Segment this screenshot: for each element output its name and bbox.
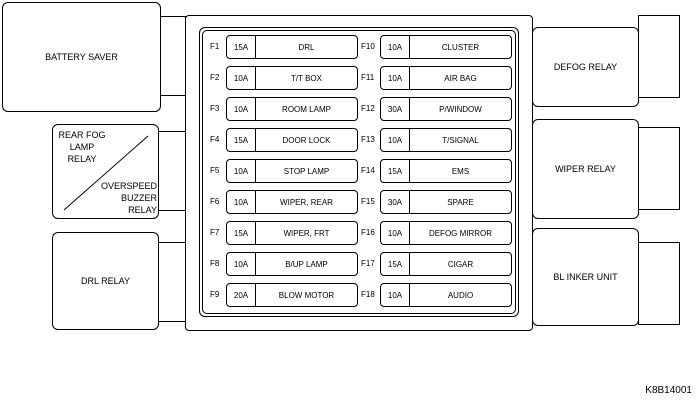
drl-relay-connector [158, 242, 186, 322]
fuse-slot-f4: 15A DOOR LOCK [226, 128, 358, 152]
fuse-circuit-name: CIGAR [447, 259, 474, 269]
defog-relay-connector [638, 15, 680, 98]
fuse-circuit-name: ROOM LAMP [282, 104, 331, 114]
fuse-circuit-name: CLUSTER [441, 42, 480, 52]
fuse-slot-f15: 30A SPARE [380, 190, 512, 214]
divider-line [63, 135, 149, 211]
fuse-slot-f16: 10A DEFOG MIRROR [380, 221, 512, 245]
fuse-circuit-name: WIPER, REAR [280, 197, 333, 207]
fuse-id: F18 [361, 290, 375, 299]
drl-relay-label: DRL RELAY [80, 276, 131, 286]
fuse-id: F2 [210, 73, 220, 82]
fuse-circuit-name: SPARE [447, 197, 474, 207]
fuse-slot-f3: 10A ROOM LAMP [226, 97, 358, 121]
diagram-code: K8B14001 [645, 385, 692, 396]
fuse-circuit-name: T/SIGNAL [442, 135, 479, 145]
fuse-circuit-name: T/T BOX [291, 73, 322, 83]
fuse-id: F13 [361, 135, 375, 144]
fuse-circuit-name: P/WINDOW [439, 104, 482, 114]
fuse-id: F16 [361, 228, 375, 237]
fuse-id: F4 [210, 135, 220, 144]
fuse-id: F17 [361, 259, 375, 268]
fuse-slot-f1: 15A DRL [226, 35, 358, 59]
fuse-circuit-name: WIPER, FRT [283, 228, 330, 238]
fuse-id: F1 [210, 42, 220, 51]
fuse-amperage: 10A [381, 222, 410, 244]
fuse-amperage: 10A [227, 191, 256, 213]
fuse-amperage: 10A [381, 284, 410, 306]
rear-fog-connector [158, 131, 186, 211]
fuse-slot-f7: 15A WIPER, FRT [226, 221, 358, 245]
fuse-slot-f18: 10A AUDIO [380, 283, 512, 307]
fuse-id: F8 [210, 259, 220, 268]
fuse-slot-f5: 10A STOP LAMP [226, 159, 358, 183]
fuse-amperage: 15A [227, 129, 256, 151]
fuse-circuit-name: DOOR LOCK [282, 135, 331, 145]
fuse-slot-f11: 10A AIR BAG [380, 66, 512, 90]
fuse-id: F3 [210, 104, 220, 113]
fuse-amperage: 10A [381, 67, 410, 89]
fuse-circuit-name: AIR BAG [444, 73, 477, 83]
wiper-relay-connector [638, 127, 680, 210]
rear-fog-overspeed-relay: REAR FOG LAMP RELAY OVERSPEED BUZZER REL… [52, 124, 159, 219]
fuse-circuit-name: AUDIO [447, 290, 474, 300]
drl-relay: DRL RELAY [52, 232, 159, 330]
fuse-amperage: 10A [227, 253, 256, 275]
fuse-amperage: 15A [227, 222, 256, 244]
fuse-id: F12 [361, 104, 375, 113]
fuse-amperage: 10A [227, 160, 256, 182]
fuse-slot-f6: 10A WIPER, REAR [226, 190, 358, 214]
blinker-unit-connector [638, 242, 680, 325]
fuse-amperage: 15A [381, 253, 410, 275]
defog-relay-label: DEFOG RELAY [553, 62, 618, 72]
fuse-circuit-name: STOP LAMP [283, 166, 330, 176]
fuse-id: F15 [361, 197, 375, 206]
fuse-slot-f13: 10A T/SIGNAL [380, 128, 512, 152]
fuse-circuit-name: EMS [451, 166, 470, 176]
fuse-id: F7 [210, 228, 220, 237]
battery-saver-label: BATTERY SAVER [45, 52, 118, 62]
battery-saver-connector [160, 16, 186, 96]
overspeed-buzzer-relay-label: OVERSPEED BUZZER RELAY [100, 181, 157, 215]
fuse-amperage: 30A [381, 191, 410, 213]
fuse-id: F14 [361, 166, 375, 175]
wiper-relay-label: WIPER RELAY [555, 164, 616, 174]
fuse-slot-f14: 15A EMS [380, 159, 512, 183]
defog-relay: DEFOG RELAY [532, 27, 639, 107]
fuse-slot-f8: 10A B/UP LAMP [226, 252, 358, 276]
fuse-amperage: 10A [381, 129, 410, 151]
fuse-amperage: 30A [381, 98, 410, 120]
fuse-id: F10 [361, 42, 375, 51]
rear-fog-lamp-relay-label: REAR FOG LAMP RELAY [58, 130, 106, 164]
fuse-slot-f17: 15A CIGAR [380, 252, 512, 276]
fuse-amperage: 10A [381, 36, 410, 58]
fuse-id: F6 [210, 197, 220, 206]
fuse-id: F9 [210, 290, 220, 299]
blinker-unit-label: BL INKER UNIT [553, 272, 618, 282]
fuse-slot-f9: 20A BLOW MOTOR [226, 283, 358, 307]
fuse-circuit-name: BLOW MOTOR [278, 290, 335, 300]
fuse-amperage: 15A [227, 36, 256, 58]
blinker-unit: BL INKER UNIT [532, 228, 639, 326]
fuse-slot-f2: 10A T/T BOX [226, 66, 358, 90]
fuse-id: F11 [361, 73, 375, 82]
fuse-slot-f10: 10A CLUSTER [380, 35, 512, 59]
fuse-amperage: 10A [227, 67, 256, 89]
fuse-amperage: 20A [227, 284, 256, 306]
fuse-id: F5 [210, 166, 220, 175]
fuse-amperage: 10A [227, 98, 256, 120]
fuse-circuit-name: DEFOG MIRROR [428, 228, 493, 238]
wiper-relay: WIPER RELAY [532, 119, 639, 219]
fuse-amperage: 15A [381, 160, 410, 182]
fuse-circuit-name: DRL [298, 42, 315, 52]
battery-saver-relay: BATTERY SAVER [2, 2, 161, 112]
fuse-circuit-name: B/UP LAMP [285, 259, 328, 269]
fuse-slot-f12: 30A P/WINDOW [380, 97, 512, 121]
